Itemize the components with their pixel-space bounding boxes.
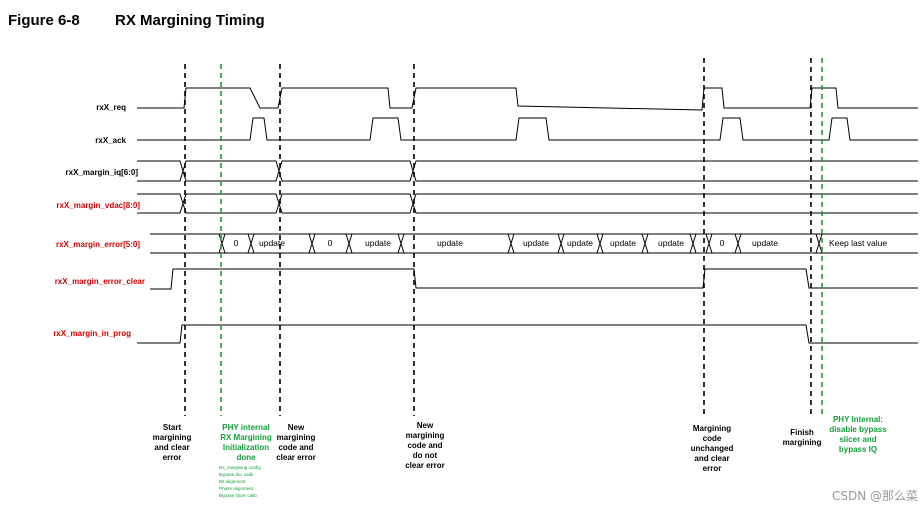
svg-text:disable bypass: disable bypass <box>829 425 887 434</box>
waveform-error-clear <box>150 268 918 290</box>
svg-text:bypass IQ: bypass IQ <box>839 445 877 454</box>
annotation-phy-bypass: PHY Internal: disable bypass slicer and … <box>829 415 887 454</box>
svg-text:clear error: clear error <box>276 453 316 462</box>
svg-text:Start: Start <box>163 423 182 432</box>
error-segment-6: update <box>567 238 593 248</box>
figure-label: Figure 6-8 <box>8 12 80 29</box>
svg-text:slicer and: slicer and <box>839 435 876 444</box>
svg-text:margining: margining <box>783 438 822 447</box>
svg-text:done: done <box>236 453 256 462</box>
svg-text:code and: code and <box>278 443 313 452</box>
signal-label-ack: rxX_ack <box>95 136 126 145</box>
signal-label-iq: rxX_margin_iq[6:0] <box>66 168 139 177</box>
signal-label-error: rxX_margin_error[5:0] <box>56 240 140 249</box>
svg-text:New: New <box>417 421 434 430</box>
svg-text:unchanged: unchanged <box>691 444 734 453</box>
error-segment-3: update <box>365 238 391 248</box>
svg-text:margining: margining <box>153 433 192 442</box>
error-segment-1: update <box>259 238 285 248</box>
svg-text:Phase alignment: Phase alignment <box>219 486 254 491</box>
svg-text:Margining: Margining <box>693 424 731 433</box>
error-segment-11: Keep last value <box>829 238 887 248</box>
error-segment-9: 0 <box>720 238 725 248</box>
svg-text:New: New <box>288 423 305 432</box>
annotation-new-code-noclear: New margining code and do not clear erro… <box>405 421 445 470</box>
svg-text:Rx_margining config: Rx_margining config <box>219 465 261 470</box>
annotation-unchanged: Margining code unchanged and clear error <box>691 424 734 473</box>
error-segment-8: update <box>658 238 684 248</box>
svg-text:Bit alignment: Bit alignment <box>219 479 246 484</box>
annotation-finish: Finish margining <box>783 428 822 447</box>
svg-text:error: error <box>163 453 182 462</box>
svg-text:margining: margining <box>406 431 445 440</box>
signal-label-vdac: rxX_margin_vdac[8:0] <box>56 201 140 210</box>
svg-text:error: error <box>703 464 722 473</box>
error-segment-10: update <box>752 238 778 248</box>
error-segment-0: 0 <box>234 238 239 248</box>
waveform-req <box>137 87 918 111</box>
waveform-in-prog <box>137 324 918 344</box>
error-segment-4: update <box>437 238 463 248</box>
watermark: CSDN @那么菜 <box>832 489 918 503</box>
svg-text:PHY Internal:: PHY Internal: <box>833 415 883 424</box>
waveform-iq <box>137 160 918 182</box>
svg-text:and clear: and clear <box>694 454 729 463</box>
signal-label-in-prog: rxX_margin_in_prog <box>53 329 131 338</box>
svg-text:Bypass slicer calib: Bypass slicer calib <box>219 493 257 498</box>
svg-text:Finish: Finish <box>790 428 814 437</box>
error-segment-5: update <box>523 238 549 248</box>
svg-text:and clear: and clear <box>154 443 189 452</box>
waveform-vdac <box>137 193 918 214</box>
svg-text:PHY internal: PHY internal <box>222 423 269 432</box>
svg-text:margining: margining <box>277 433 316 442</box>
svg-text:Bypass dcc calib: Bypass dcc calib <box>219 472 254 477</box>
svg-text:code and: code and <box>407 441 442 450</box>
signal-label-req: rxX_req <box>96 103 126 112</box>
signal-label-error-clear: rxX_margin_error_clear <box>55 277 145 286</box>
annotation-new-code-clear: New margining code and clear error <box>276 423 316 462</box>
svg-text:clear error: clear error <box>405 461 445 470</box>
svg-text:code: code <box>703 434 722 443</box>
svg-text:RX Margining: RX Margining <box>220 433 272 442</box>
annotation-start: Start margining and clear error <box>153 423 192 462</box>
svg-text:do not: do not <box>413 451 438 460</box>
error-segment-2: 0 <box>328 238 333 248</box>
waveform-ack <box>137 117 918 141</box>
svg-text:Initialization: Initialization <box>223 443 269 452</box>
waveform-error <box>150 233 918 254</box>
figure-title: RX Margining Timing <box>115 12 265 29</box>
annotation-phy-init: PHY internal RX Margining Initialization… <box>219 423 272 498</box>
error-segment-7: update <box>610 238 636 248</box>
